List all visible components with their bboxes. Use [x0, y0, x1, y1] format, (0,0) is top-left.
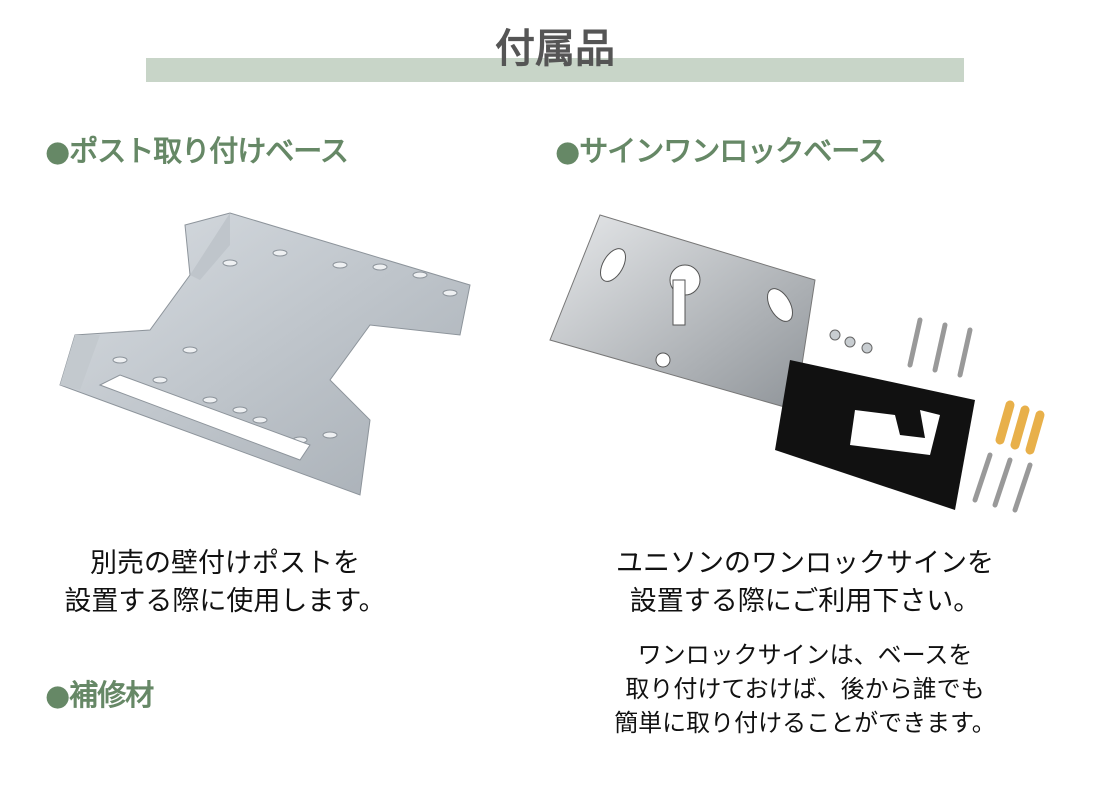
desc-line: 設置する際に使用します。 [64, 586, 386, 617]
sign-base-description: ユニソンのワンロックサインを 設置する際にご利用下さい。 [560, 545, 1050, 621]
sign-base-note: ワンロックサインは、ベースを 取り付けておけば、後から誰でも 簡単に取り付けるこ… [560, 638, 1050, 740]
desc-line: 別売の壁付けポストを [90, 548, 360, 579]
note-line: 簡単に取り付けることができます。 [614, 709, 996, 737]
heading-repair-material: ●補修材 [45, 678, 154, 712]
desc-line: 設置する際にご利用下さい。 [629, 586, 981, 617]
post-mounting-base-image [59, 212, 471, 496]
post-base-description: 別売の壁付けポストを 設置する際に使用します。 [0, 545, 450, 621]
sign-one-lock-base-image [549, 214, 1045, 513]
heading-post-base: ●ポスト取り付けベース [45, 134, 349, 168]
desc-line: ユニソンのワンロックサインを [616, 548, 994, 579]
page-title: 付属品 [495, 26, 615, 72]
heading-sign-base: ●サインワンロックベース [555, 134, 887, 168]
title-underline-bar [146, 58, 964, 82]
note-line: ワンロックサインは、ベースを [637, 641, 973, 669]
note-line: 取り付けておけば、後から誰でも [625, 675, 985, 703]
